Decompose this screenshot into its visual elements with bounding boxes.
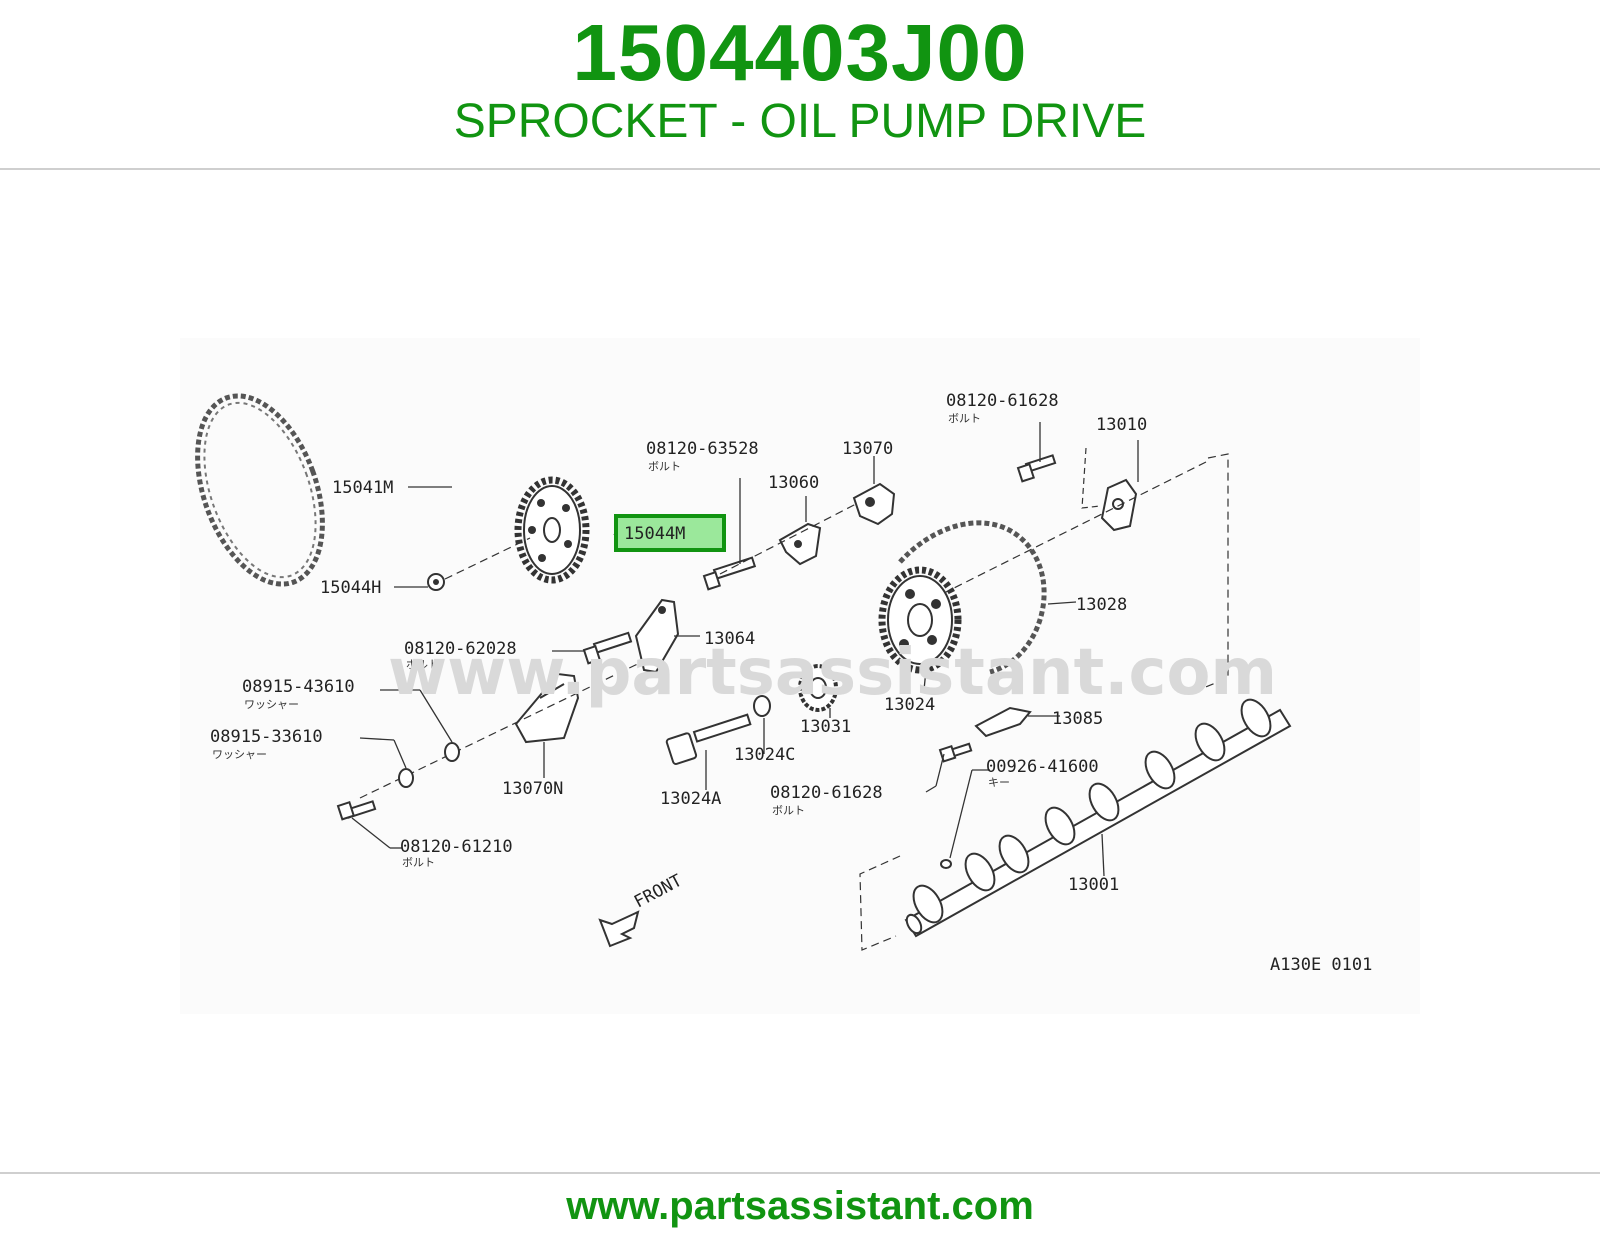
- label-13028: 13028: [1076, 595, 1127, 615]
- header-divider: [0, 168, 1600, 170]
- label-bolt-61628-top-kana: ボルト: [948, 412, 981, 425]
- sprocket-oil-pump-drive[interactable]: [514, 476, 590, 584]
- centerline-cam-sprocket: [929, 461, 1207, 601]
- label-bolt-61628-lower-kana: ボルト: [772, 804, 805, 817]
- page-header: 1504403J00 SPROCKET - OIL PUMP DRIVE: [0, 0, 1600, 168]
- washer-15044h[interactable]: [427, 573, 445, 591]
- label-bolt-62028: 08120-62028: [404, 639, 517, 659]
- label-13070n: 13070N: [502, 779, 563, 799]
- label-15041m: 15041M: [332, 478, 393, 498]
- label-15044h: 15044H: [320, 578, 381, 598]
- bolt-61628-lower[interactable]: [938, 742, 973, 763]
- bracket-13064[interactable]: [634, 598, 680, 674]
- label-washer-33610: 08915-33610: [210, 727, 323, 747]
- drive-gear-13031[interactable]: [798, 664, 838, 712]
- label-13031: 13031: [800, 717, 851, 737]
- label-13024c: 13024C: [734, 745, 795, 765]
- bolt-62028[interactable]: [582, 631, 633, 665]
- front-label: FRONT: [631, 871, 686, 913]
- centerline-sprocket: [444, 537, 531, 580]
- cam-bolt-13024a[interactable]: [665, 713, 752, 765]
- front-arrow-icon: [598, 910, 640, 948]
- label-13010: 13010: [1096, 415, 1147, 435]
- figure-code: A130E 0101: [1270, 955, 1372, 975]
- watermark-text: www.partsassistant.com: [388, 636, 1277, 710]
- label-13024a: 13024A: [660, 789, 721, 809]
- washer-13024c[interactable]: [753, 695, 771, 717]
- label-bolt-61628-lower: 08120-61628: [770, 783, 883, 803]
- label-13024: 13024: [884, 695, 935, 715]
- dashed-bracket-camshaft: [859, 855, 901, 951]
- label-13060: 13060: [768, 473, 819, 493]
- label-13070: 13070: [842, 439, 893, 459]
- label-bolt-61628-top: 08120-61628: [946, 391, 1059, 411]
- part-name-subtitle: SPROCKET - OIL PUMP DRIVE: [453, 95, 1147, 148]
- key-41600[interactable]: [940, 859, 952, 869]
- label-bolt-61210: 08120-61210: [400, 837, 513, 857]
- label-bolt-62028-kana: ボルト: [406, 658, 439, 671]
- parts-diagram: FRONT: [180, 338, 1420, 1014]
- bolt-63528[interactable]: [702, 556, 757, 591]
- chain-guide-13060[interactable]: [778, 522, 822, 566]
- timing-chain-left: [195, 393, 325, 587]
- thrust-plate-13085[interactable]: [974, 706, 1032, 738]
- bolt-61210[interactable]: [336, 800, 377, 821]
- label-15044m[interactable]: 15044M: [624, 524, 685, 544]
- footer-divider: [0, 1172, 1600, 1174]
- dashed-bracket-top: [1081, 447, 1101, 509]
- guide-13070n[interactable]: [514, 672, 580, 744]
- label-13001: 13001: [1068, 875, 1119, 895]
- washer-33610[interactable]: [398, 768, 414, 788]
- label-key-41600-kana: キー: [988, 776, 1010, 789]
- washer-43610[interactable]: [444, 742, 460, 762]
- label-washer-43610-kana: ワッシャー: [244, 698, 299, 711]
- label-washer-33610-kana: ワッシャー: [212, 748, 267, 761]
- footer-website-link[interactable]: www.partsassistant.com: [566, 1184, 1034, 1228]
- bolt-61628-top[interactable]: [1016, 454, 1057, 483]
- label-13085: 13085: [1052, 709, 1103, 729]
- label-washer-43610: 08915-43610: [242, 677, 355, 697]
- dashed-box-right: [1197, 453, 1229, 691]
- timing-chain-right: [898, 520, 1047, 675]
- label-13064: 13064: [704, 629, 755, 649]
- camshaft-13001[interactable]: [904, 695, 1292, 938]
- parts-diagram-svg: FRONT: [195, 391, 1372, 975]
- tensioner-13070[interactable]: [852, 482, 896, 526]
- camshaft-sprocket-13024[interactable]: [878, 566, 962, 674]
- label-bolt-61210-kana: ボルト: [402, 856, 435, 869]
- highlighted-part-box[interactable]: [614, 514, 726, 552]
- label-key-41600: 00926-41600: [986, 757, 1099, 777]
- label-bolt-63528-kana: ボルト: [648, 460, 681, 473]
- leader-lines: [351, 422, 1139, 877]
- part-number-title: 1504403J00: [572, 8, 1028, 97]
- label-bolt-63528: 08120-63528: [646, 439, 759, 459]
